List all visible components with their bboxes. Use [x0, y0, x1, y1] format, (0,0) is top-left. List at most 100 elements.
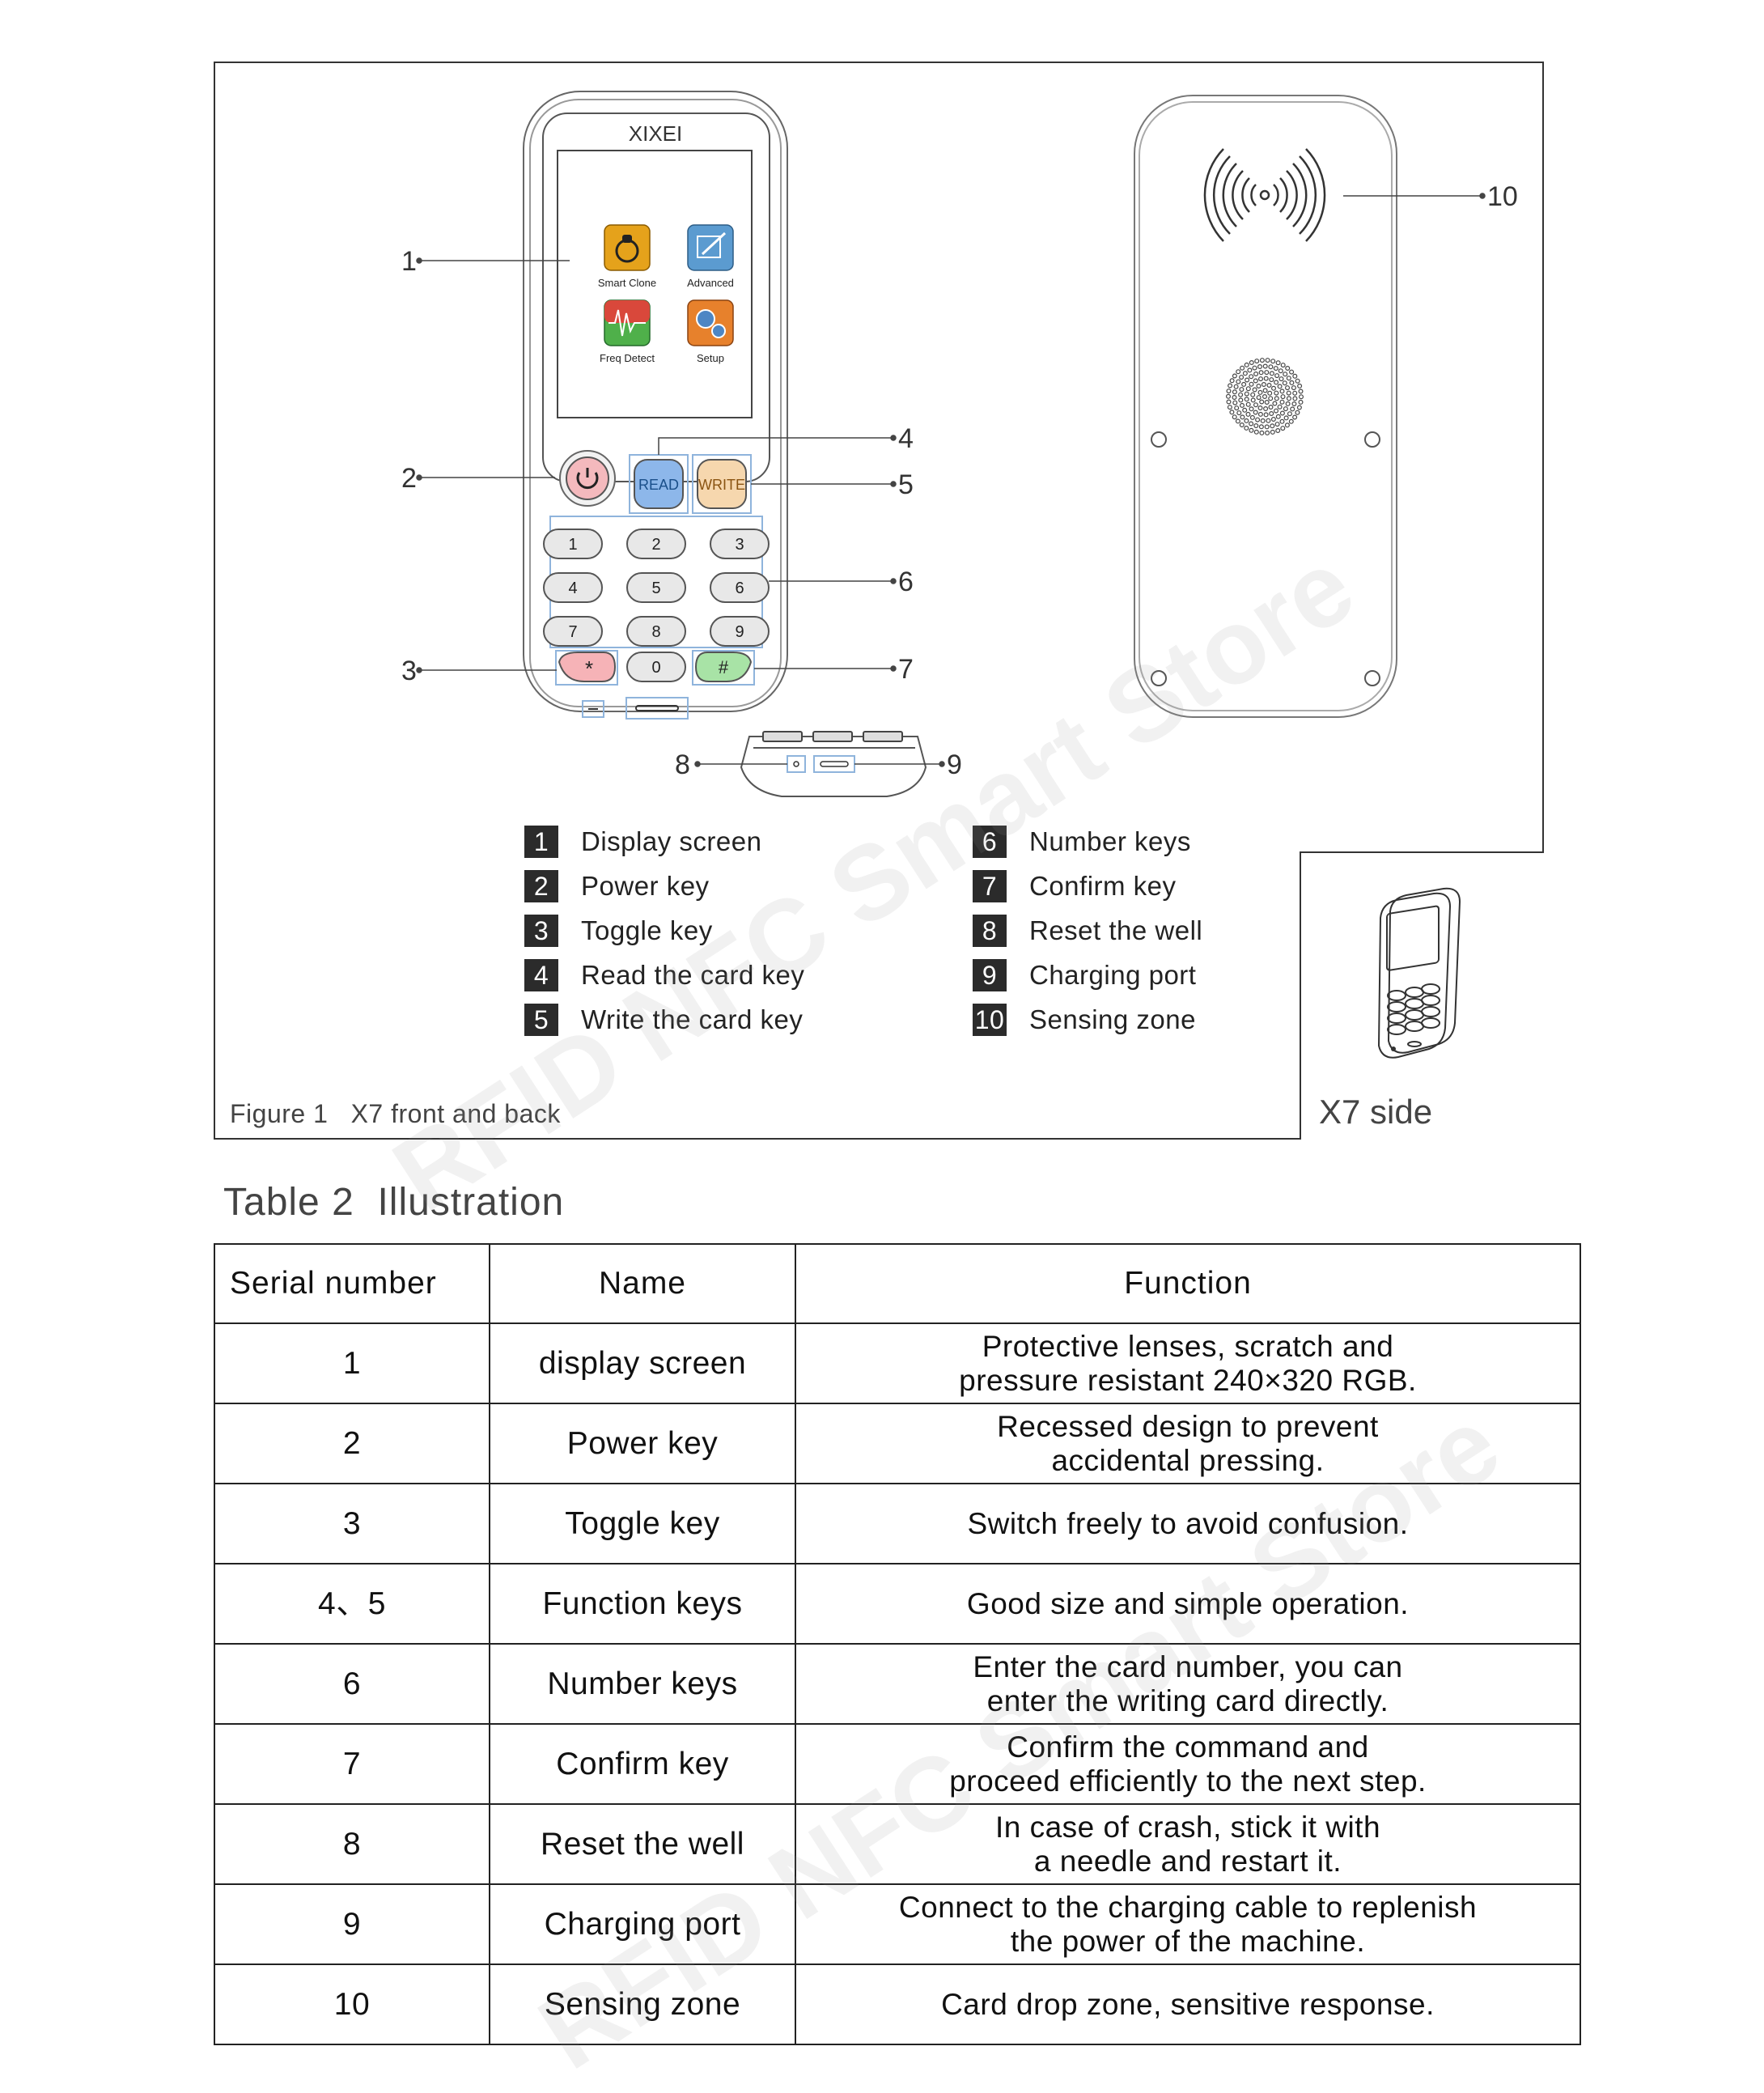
speaker-hole — [1227, 405, 1232, 410]
speaker-hole — [1274, 390, 1279, 396]
name-cell: Power key — [489, 1403, 796, 1484]
read-key-label: READ — [638, 477, 679, 493]
speaker-hole — [1249, 414, 1255, 420]
confirm-key-highlight — [692, 650, 755, 686]
speaker-hole — [1257, 389, 1263, 395]
speaker-hole — [1291, 401, 1297, 407]
speaker-hole — [1266, 418, 1271, 423]
speaker-hole — [1292, 390, 1298, 396]
speaker-hole — [1236, 379, 1241, 384]
zero-key — [626, 652, 686, 682]
legend-label: Reset the well — [1029, 915, 1203, 945]
serial-number-cell: 2 — [214, 1403, 490, 1484]
number-key-label: 3 — [735, 536, 744, 554]
speaker-hole — [1258, 424, 1264, 430]
speaker-hole — [1249, 406, 1254, 412]
speaker-hole — [1283, 415, 1289, 421]
function-line: Good size and simple operation. — [966, 1586, 1410, 1620]
serial-number-cell: 1 — [214, 1322, 490, 1404]
speaker-hole — [1269, 411, 1274, 417]
speaker-hole — [1244, 425, 1249, 431]
number-key-label: 5 — [651, 580, 660, 597]
speaker-hole — [1242, 407, 1248, 413]
speaker-hole — [1256, 395, 1262, 401]
speaker-hole — [1275, 428, 1281, 434]
app-icon-smart-clone — [604, 224, 651, 271]
speaker-hole — [1240, 414, 1245, 420]
speaker-hole — [1239, 387, 1245, 393]
speaker-hole — [1266, 383, 1272, 388]
device-diagram: XIXEI Smart Clone Advanced Freq Detect S… — [401, 91, 1518, 797]
speaker-hole — [1295, 378, 1300, 384]
speaker-hole — [1263, 412, 1269, 418]
speaker-hole — [1245, 386, 1251, 392]
speaker-hole — [1249, 421, 1254, 427]
speaker-hole — [1232, 414, 1237, 420]
confirm-key-label: # — [719, 657, 729, 677]
speaker-hole — [1269, 377, 1274, 383]
side-view-label: X7 side — [1319, 1093, 1433, 1131]
speaker-hole — [1256, 384, 1262, 389]
column-header-function: Function — [795, 1243, 1581, 1324]
number-key — [626, 572, 686, 603]
speaker-hole — [1239, 402, 1245, 408]
speaker-hole — [1253, 402, 1258, 408]
function-cell: Connect to the charging cable to repleni… — [795, 1883, 1581, 1965]
speaker-hole — [1257, 411, 1263, 417]
speaker-hole — [1277, 384, 1283, 389]
serial-number-cell: 6 — [214, 1643, 490, 1725]
callout-2: 2 — [401, 463, 417, 494]
zero-key-label: 0 — [651, 659, 660, 677]
confirm-key — [694, 652, 753, 682]
callout-5: 5 — [898, 469, 914, 500]
function-line: Connect to the charging cable to repleni… — [898, 1890, 1478, 1924]
speaker-hole — [1270, 359, 1276, 364]
speaker-hole — [1252, 365, 1257, 371]
speaker-hole — [1245, 401, 1251, 407]
speaker-hole — [1280, 426, 1286, 431]
read-key — [634, 459, 684, 509]
function-line: Switch freely to avoid confusion. — [967, 1506, 1409, 1540]
speaker-hole — [1292, 373, 1298, 379]
function-line: In case of crash, stick it with — [994, 1810, 1381, 1844]
reset-hole-highlight — [582, 700, 604, 718]
speaker-hole — [1249, 427, 1254, 433]
speaker-hole — [1291, 385, 1296, 391]
serial-number-cell: 4、5 — [214, 1563, 490, 1645]
function-cell: Good size and simple operation. — [795, 1563, 1581, 1645]
speaker-hole — [1270, 417, 1276, 422]
app-label-smart-clone: Smart Clone — [598, 277, 656, 289]
speaker-hole — [1286, 396, 1291, 401]
speaker-hole — [1263, 376, 1269, 381]
speaker-hole — [1278, 368, 1283, 374]
speaker-hole — [1240, 365, 1245, 371]
toggle-key-label: * — [585, 656, 593, 681]
serial-number-cell: 10 — [214, 1964, 490, 2045]
serial-number-cell: 3 — [214, 1483, 490, 1564]
charging-port-highlight — [625, 697, 689, 720]
table-title: Table 2 Illustration — [223, 1181, 565, 1224]
legend-number: 8 — [973, 915, 1007, 947]
table-header-row: Serial number Name Function — [214, 1243, 1581, 1324]
speaker-hole — [1253, 378, 1258, 384]
name-cell: Function keys — [489, 1563, 796, 1645]
speaker-hole — [1275, 360, 1281, 366]
number-key-label: 4 — [568, 580, 577, 597]
speaker-hole — [1292, 396, 1298, 401]
speaker-hole — [1236, 410, 1242, 416]
speaker-hole — [1239, 375, 1245, 380]
speaker-hole — [1274, 380, 1279, 385]
function-line: the power of the machine. — [1010, 1924, 1366, 1958]
function-cell: Card drop zone, sensitive response. — [795, 1964, 1581, 2045]
speaker-hole — [1290, 406, 1295, 412]
